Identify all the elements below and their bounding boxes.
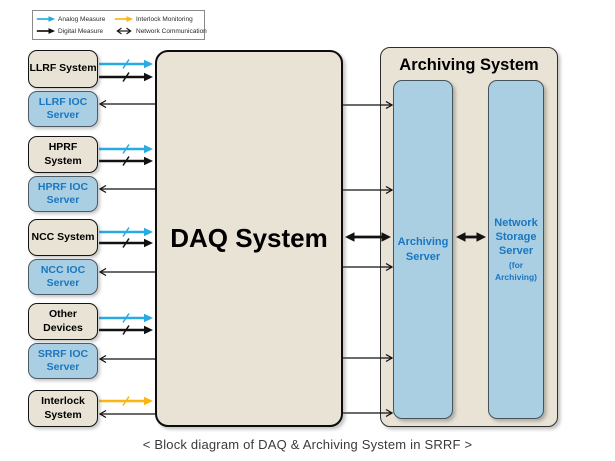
wire-daq-to-ncc-ioc [98, 267, 155, 277]
network-storage-server-label: Network Storage Server [494, 216, 538, 258]
node-label: HPRF System [44, 141, 82, 167]
wire-hprf-digital [99, 156, 153, 166]
node-label: Other Devices [43, 308, 83, 334]
node-ncc-ioc-server: NCC IOC Server [28, 259, 98, 295]
wire-daq-to-interlock [98, 409, 155, 419]
node-label: NCC IOC Server [40, 263, 86, 289]
node-label: LLRF IOC Server [38, 95, 88, 121]
wire-interlock-monitoring [99, 396, 153, 406]
wire-daq-to-srrf-ioc [98, 354, 155, 364]
node-srrf-ioc-server: SRRF IOC Server [28, 343, 98, 379]
node-llrf-ioc-server: LLRF IOC Server [28, 91, 98, 127]
legend-label-network: Network Communication [136, 27, 207, 35]
diagram-caption: < Block diagram of DAQ & Archiving Syste… [142, 437, 473, 452]
wire-daq-to-hprf-ioc [98, 184, 155, 194]
node-llrf-system: LLRF System [28, 50, 98, 88]
wire-ncc-analog [99, 227, 153, 237]
legend-label-digital: Digital Measure [58, 27, 104, 35]
wire-daq-to-llrf-ioc [98, 99, 155, 109]
node-network-storage-server: Network Storage Server (for Archiving) [488, 80, 544, 419]
node-hprf-ioc-server: HPRF IOC Server [28, 176, 98, 212]
node-label: SRRF IOC Server [37, 347, 89, 373]
wire-llrf-digital [99, 72, 153, 82]
archiving-server-label: Archiving Server [397, 236, 449, 263]
digital-measure-arrow-icon [36, 28, 56, 34]
network-storage-server-sublabel: (for Archiving) [494, 260, 538, 282]
node-label: Interlock System [41, 395, 85, 421]
legend-item-network-communication: Network Communication [114, 26, 207, 36]
node-interlock-system: Interlock System [28, 390, 98, 427]
node-hprf-system: HPRF System [28, 136, 98, 173]
archiving-system-title: Archiving System [399, 56, 539, 74]
wire-other-digital [99, 325, 153, 335]
wire-hprf-analog [99, 144, 153, 154]
network-communication-arrow-icon [116, 27, 132, 35]
legend-item-analog-measure: Analog Measure [36, 14, 112, 24]
node-ncc-system: NCC System [28, 219, 98, 256]
wire-ncc-digital [99, 238, 153, 248]
node-label: HPRF IOC Server [37, 180, 89, 206]
analog-measure-arrow-icon [36, 16, 56, 22]
legend-label-analog: Analog Measure [58, 15, 106, 23]
node-label: NCC System [31, 230, 95, 243]
daq-system-label: DAQ System [170, 223, 328, 253]
node-other-devices: Other Devices [28, 303, 98, 340]
node-daq-system: DAQ System [155, 50, 343, 427]
node-archiving-server: Archiving Server [393, 80, 453, 419]
legend-box: Analog Measure Digital Measure Interlock… [32, 10, 207, 40]
wire-llrf-analog [99, 59, 153, 69]
node-label: LLRF System [29, 62, 97, 75]
legend-label-interlock: Interlock Monitoring [136, 15, 193, 23]
interlock-monitoring-arrow-icon [114, 16, 134, 22]
wire-other-analog [99, 313, 153, 323]
legend-item-digital-measure: Digital Measure [36, 26, 112, 36]
legend-item-interlock-monitoring: Interlock Monitoring [114, 14, 207, 24]
